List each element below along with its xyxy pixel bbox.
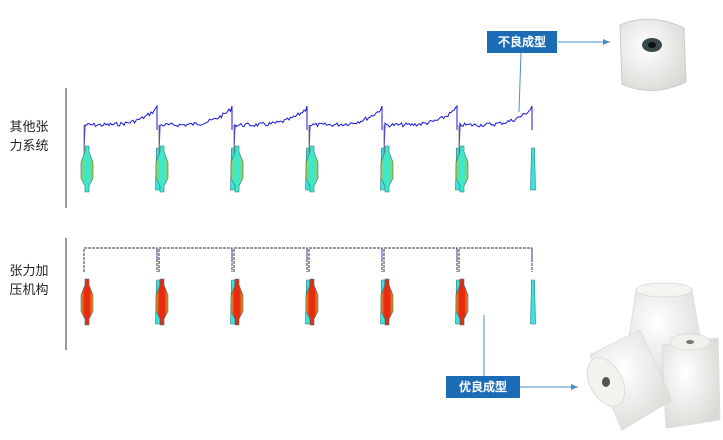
tension-curve-segment <box>158 247 233 272</box>
empty-bobbin <box>530 279 536 325</box>
tension-curve-segment <box>383 247 458 272</box>
tension-curve-segment <box>83 247 158 272</box>
full-bobbin <box>305 145 319 193</box>
tension-marker <box>156 250 158 260</box>
tension-press-row <box>80 247 536 326</box>
bad-yarn-cone-image <box>619 18 687 92</box>
tension-curve-segment <box>308 247 383 272</box>
tension-curve-segment <box>383 104 458 157</box>
full-bobbin <box>80 278 94 326</box>
tension-curve-segment <box>308 105 383 157</box>
full-bobbin <box>380 145 394 193</box>
tension-marker <box>531 250 533 260</box>
row-label-other-tension: 其他张 力系统 <box>4 118 54 156</box>
label-line: 张力加 <box>9 264 49 279</box>
full-bobbin <box>155 278 169 326</box>
other-tension-row <box>80 104 536 193</box>
tension-curve-segment <box>233 105 308 157</box>
label-line: 压机构 <box>9 283 49 298</box>
label-line: 力系统 <box>9 139 49 154</box>
good-formation-callout: 优良成型 <box>446 376 520 398</box>
tension-curve-segment <box>458 247 533 272</box>
empty-bobbin <box>530 147 536 191</box>
full-bobbin <box>305 278 319 326</box>
full-bobbin <box>80 145 94 193</box>
tension-marker <box>381 250 383 260</box>
bad-formation-callout: 不良成型 <box>487 31 557 53</box>
tension-marker <box>231 250 233 260</box>
good-yarn-cones-image <box>586 282 721 431</box>
bad-callout-leader <box>518 51 522 113</box>
full-bobbin <box>155 145 169 193</box>
full-bobbin <box>455 278 469 326</box>
tension-marker <box>306 250 308 260</box>
full-bobbin <box>455 145 469 193</box>
full-bobbin <box>230 145 244 193</box>
row-label-tension-press: 张力加 压机构 <box>4 262 54 300</box>
full-bobbin <box>380 278 394 326</box>
tension-curve-segment <box>233 247 308 272</box>
full-bobbin <box>230 278 244 326</box>
tension-curve-segment <box>458 105 533 157</box>
tension-marker <box>456 250 458 260</box>
label-line: 其他张 <box>9 120 49 135</box>
tension-curve-segment <box>83 104 158 157</box>
tension-curve-segment <box>158 105 233 157</box>
